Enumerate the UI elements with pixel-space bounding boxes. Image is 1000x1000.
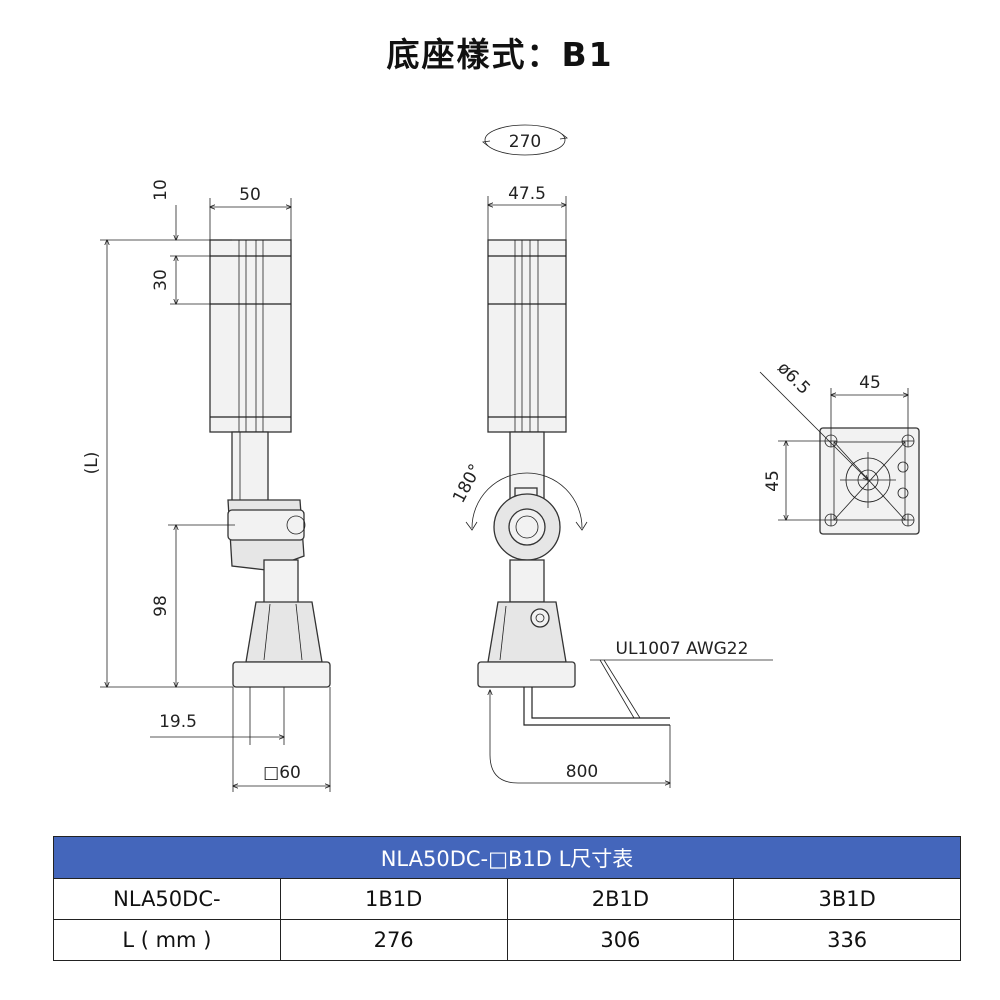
- dim-length-L: (L): [82, 452, 102, 475]
- length-spec-table: NLA50DC-□B1D L尺寸表 NLA50DC- 1B1D 2B1D 3B1…: [53, 836, 961, 961]
- side-view: 50 10 30 (L) 98 19.5 □60: [82, 179, 331, 792]
- dim-pitch-y: 45: [763, 470, 783, 492]
- table-row: L ( mm ) 276 306 336: [53, 919, 961, 961]
- base-plate: [232, 661, 331, 688]
- cable-line-2: [531, 687, 670, 719]
- row-length-label: L ( mm ): [53, 919, 281, 961]
- base-cone-front: [487, 601, 567, 663]
- table-cell: 276: [279, 919, 508, 961]
- dim-base-60: □60: [263, 763, 301, 783]
- dim-rotation-270: 270: [509, 132, 541, 152]
- dim-width-50: 50: [239, 185, 261, 205]
- table-row: NLA50DC- 1B1D 2B1D 3B1D: [53, 878, 961, 920]
- table-cell: 3B1D: [733, 878, 961, 920]
- row-model-label: NLA50DC-: [53, 878, 281, 920]
- dim-cable-800: 800: [566, 762, 598, 782]
- tower-body-front: [487, 239, 567, 433]
- cable-line-1: [523, 687, 670, 726]
- table-cell: 306: [506, 919, 735, 961]
- table-cell: 336: [733, 919, 961, 961]
- table-cell: 1B1D: [279, 878, 508, 920]
- dim-seg-10: 10: [151, 179, 171, 201]
- table-cell: 2B1D: [506, 878, 735, 920]
- table-header-row: NLA50DC-□B1D L尺寸表: [53, 836, 961, 879]
- dim-seg-30: 30: [151, 269, 171, 291]
- dim-rotation-180: 180°: [449, 461, 486, 507]
- page-title: 底座樣式：B1: [386, 35, 614, 74]
- tower-body: [209, 239, 292, 433]
- table-header: NLA50DC-□B1D L尺寸表: [53, 836, 961, 879]
- technical-drawing: 50 10 30 (L) 98 19.5 □60 270: [82, 124, 920, 792]
- dim-height-98: 98: [151, 595, 171, 617]
- front-view: 270 47.5 180°: [449, 124, 773, 788]
- dim-offset-19-5: 19.5: [159, 712, 197, 732]
- dim-width-47-5: 47.5: [508, 184, 546, 204]
- cable-spec-label: UL1007 AWG22: [616, 639, 749, 659]
- base-cone: [245, 601, 323, 663]
- base-view: ø6.5 45 45: [759, 358, 920, 535]
- dim-pitch-x: 45: [859, 373, 881, 393]
- dim-hole-dia: ø6.5: [773, 358, 814, 399]
